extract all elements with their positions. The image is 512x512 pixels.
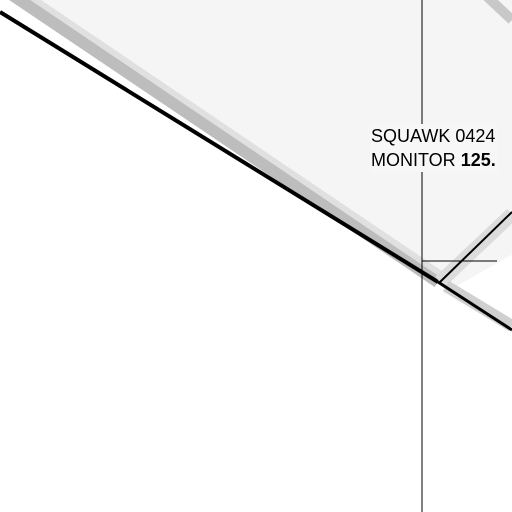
monitor-frequency: 125. [460,150,496,170]
monitor-label: MONITOR [371,150,456,170]
squawk-label: SQUAWK [371,126,451,146]
monitor-line: MONITOR 125. [370,148,498,172]
airspace-edge-lower-right [437,280,512,332]
airspace-edge-right [439,211,512,283]
squawk-code: 0424 [455,126,496,146]
airspace-border-inner [30,0,446,279]
airspace-border-top-right [483,0,512,24]
squawk-line: SQUAWK 0424 [370,124,498,148]
boundary-line [0,10,440,284]
frequency-note: SQUAWK 0424 MONITOR 125. [370,124,512,172]
airspace-border-outer [9,0,442,287]
